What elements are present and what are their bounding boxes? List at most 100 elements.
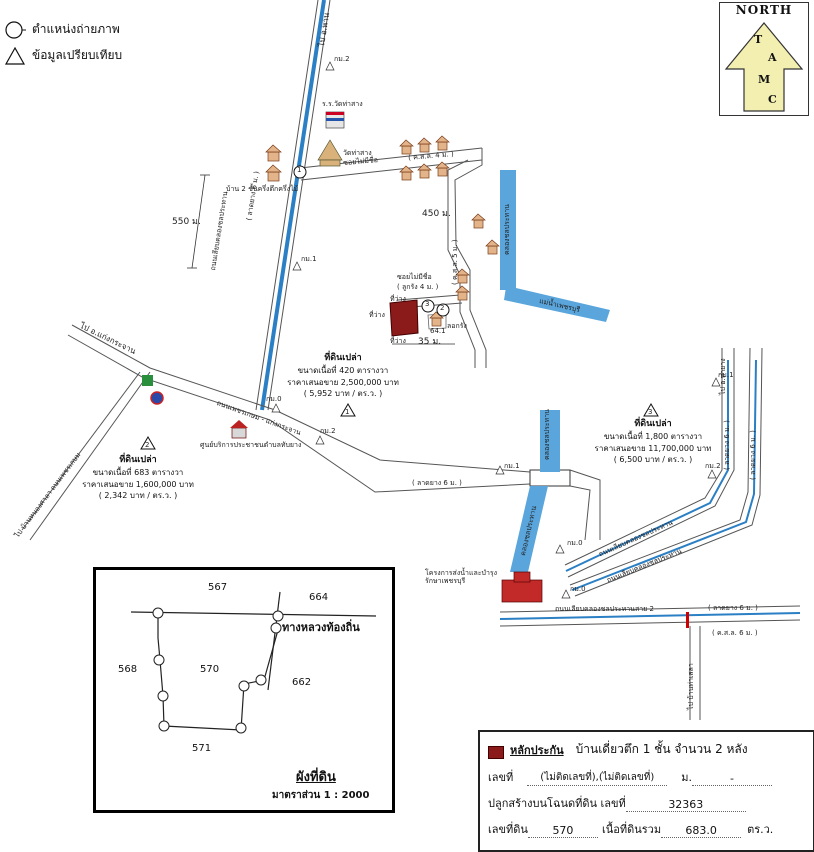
plot-right-size: ขนาดเนื้อที่ 1,800 ตารางวา [603, 432, 703, 442]
north-letter-a: A [768, 51, 777, 64]
place-house: บ้าน 2 ชั้นครึ่งตึกครึ่งไม้ [226, 185, 299, 193]
road-label-bottom-right: ไป บ้านท่าเสลา [687, 663, 695, 710]
plot-left-price: ราคาเสนอขาย 1,600,000 บาท [82, 479, 194, 489]
comparison-marker-number: 1 [345, 408, 350, 416]
right-canal-roads [564, 347, 763, 597]
soi-label-loose: ลอกรัง [447, 322, 467, 330]
parcel-567: 567 [208, 582, 228, 593]
land-plan: 567 664 568 570 662 571 ทางหลวงท้องถิ่น … [93, 567, 395, 813]
plot-left-size: ขนาดเนื้อที่ 683 ตารางวา [92, 468, 184, 478]
legend-photo-label: ตำแหน่งถ่ายภาพ [32, 22, 120, 36]
plot-center-size: ขนาดเนื้อที่ 420 ตารางวา [297, 366, 389, 376]
land-no-label: เลขที่ดิน [488, 823, 528, 836]
deed-label: ปลูกสร้างบนโฉนดที่ดิน เลขที่ [488, 797, 626, 810]
lot-label: ที่ว่าง [369, 311, 385, 319]
soi-label-vertical: ( ค.ส.ล. 5 ม. ) [451, 239, 459, 285]
north-arrow-box: NORTH T A M C [719, 2, 809, 116]
canal-label-middle: คลองชลประทาน [543, 409, 551, 460]
photo-marker-number: 1 [297, 166, 302, 174]
photo-marker-number: 3 [425, 300, 430, 308]
comparison-markers [140, 403, 659, 450]
canal-label-vertical: คลองชลประทาน [503, 204, 511, 255]
plot-center-price: ราคาเสนอขาย 2,500,000 บาท [287, 377, 399, 387]
moo-label: ม. [681, 771, 693, 784]
comparison-marker-number: 3 [648, 408, 653, 416]
plot-center-title: ที่ดินเปล่า [324, 353, 362, 363]
road-east [569, 469, 601, 541]
gas-station-icon [150, 391, 164, 405]
area-value: 683.0 [661, 824, 742, 838]
house-no-label: เลขที่ [488, 771, 514, 784]
north-letter-m: M [758, 73, 771, 86]
legend-comparison-label: ข้อมูลเปรียบเทียบ [32, 48, 123, 62]
seven-eleven-icon [142, 375, 153, 386]
road-label-right-vertical-2: ( ลาดยาง 6 ม. ) [749, 430, 757, 480]
road-bottom-left [21, 371, 151, 541]
north-letter-t: T [754, 33, 763, 46]
river-diagonal [504, 287, 610, 322]
km-label: กม.1 [504, 462, 520, 470]
km-label: กม.0 [570, 585, 586, 593]
km-label: กม.2 [705, 462, 721, 470]
road-label-right-asphalt: ( ลาดยาง 6 ม. ) [708, 604, 758, 612]
land-plan-drawing [130, 591, 377, 734]
place-service-center: ศูนย์บริการประชาชนตำบลทับยาง [200, 441, 302, 449]
photo-position-markers [293, 165, 450, 317]
temple-icon [317, 139, 343, 167]
deed-value: 32363 [625, 798, 746, 812]
distance-550: 550 ม. [172, 217, 201, 227]
road-label-right-vertical: ( ลาดยาง 6 ม. ) [723, 420, 731, 470]
parcel-568: 568 [118, 664, 138, 675]
parcel-571: 571 [192, 743, 212, 754]
plot-info-center: ที่ดินเปล่า ขนาดเนื้อที่ 420 ตารางวา ราค… [283, 352, 403, 400]
parcel-570: 570 [200, 664, 220, 675]
main-canal-road [255, 0, 331, 411]
house-no-row: เลขที่ (ไม่ติดเลขที่),(ไม่ติดเลขที่) ม. … [488, 768, 773, 786]
km-label: กม.0 [266, 395, 282, 403]
plan-title: ผังที่ดิน [296, 770, 336, 785]
service-center-icon [230, 420, 248, 439]
dimension-550m [187, 174, 210, 269]
moo-value: - [692, 772, 773, 786]
collateral-desc: บ้านเดี่ยวตึก 1 ชั้น จำนวน 2 หลัง [575, 742, 748, 756]
distance-35: 35 ม. [418, 337, 442, 347]
canal-lower [510, 486, 548, 572]
plot-left-title: ที่ดินเปล่า [119, 455, 157, 465]
plot-info-left: ที่ดินเปล่า ขนาดเนื้อที่ 683 ตารางวา ราค… [78, 454, 198, 502]
plan-road-label: ทางหลวงท้องถิ่น [282, 621, 360, 634]
canal-middle [540, 410, 560, 472]
plot-info-right: ที่ดินเปล่า ขนาดเนื้อที่ 1,800 ตารางวา ร… [588, 418, 718, 466]
place-temple: วัดท่าสาง [343, 149, 372, 157]
right-canal-blue [565, 359, 757, 591]
collateral-swatch [488, 746, 504, 759]
photo-marker-number: 2 [440, 304, 445, 312]
plot-left-per: ( 2,342 บาท / ตร.ว. ) [98, 491, 178, 501]
place-office: โครงการส่งน้ำและบำรุงรักษาเพชรบุรี [425, 569, 498, 585]
soi-label-inner: ซอยไม่มีชื่อ [397, 273, 432, 281]
parcel-664: 664 [309, 592, 329, 603]
lot-label: ที่ว่าง [390, 295, 406, 303]
km-label: กม.2 [334, 55, 350, 63]
legend-comparison: ข้อมูลเปรียบเทียบ [4, 46, 122, 65]
canal-vertical [500, 170, 516, 290]
km-label: กม.1 [718, 371, 734, 379]
land-no-row: เลขที่ดิน 570 เนื้อที่ดินรวม 683.0 ตร.ว. [488, 820, 773, 838]
road-label-right-kso: ( ค.ส.ล. 6 ม. ) [712, 629, 758, 637]
bottom-canal-road [499, 605, 801, 720]
school-flag-icon [325, 111, 345, 129]
collateral-row: หลักประกัน บ้านเดี่ยวตึก 1 ชั้น จำนวน 2 … [488, 740, 748, 759]
collateral-label: หลักประกัน [510, 744, 564, 757]
road-label-right-3: ถนนเลียบคลองชลประทานสาย 2 [555, 605, 654, 613]
lot-code: 64.1 [430, 327, 446, 335]
triangle-icon [4, 46, 26, 65]
road-label-asphalt: ( ลาดยาง 6 ม. ) [412, 479, 462, 487]
house-no-value: (ไม่ติดเลขที่),(ไม่ติดเลขที่) [527, 770, 668, 786]
km-markers [271, 61, 721, 599]
north-arrow-icon [724, 22, 804, 112]
land-no-value: 570 [527, 824, 598, 838]
plot-right-title: ที่ดินเปล่า [634, 419, 672, 429]
plan-scale: มาตราส่วน 1 : 2000 [272, 790, 370, 801]
legend-photo: ตำแหน่งถ่ายภาพ [4, 20, 120, 39]
office-building-icon [501, 571, 543, 603]
